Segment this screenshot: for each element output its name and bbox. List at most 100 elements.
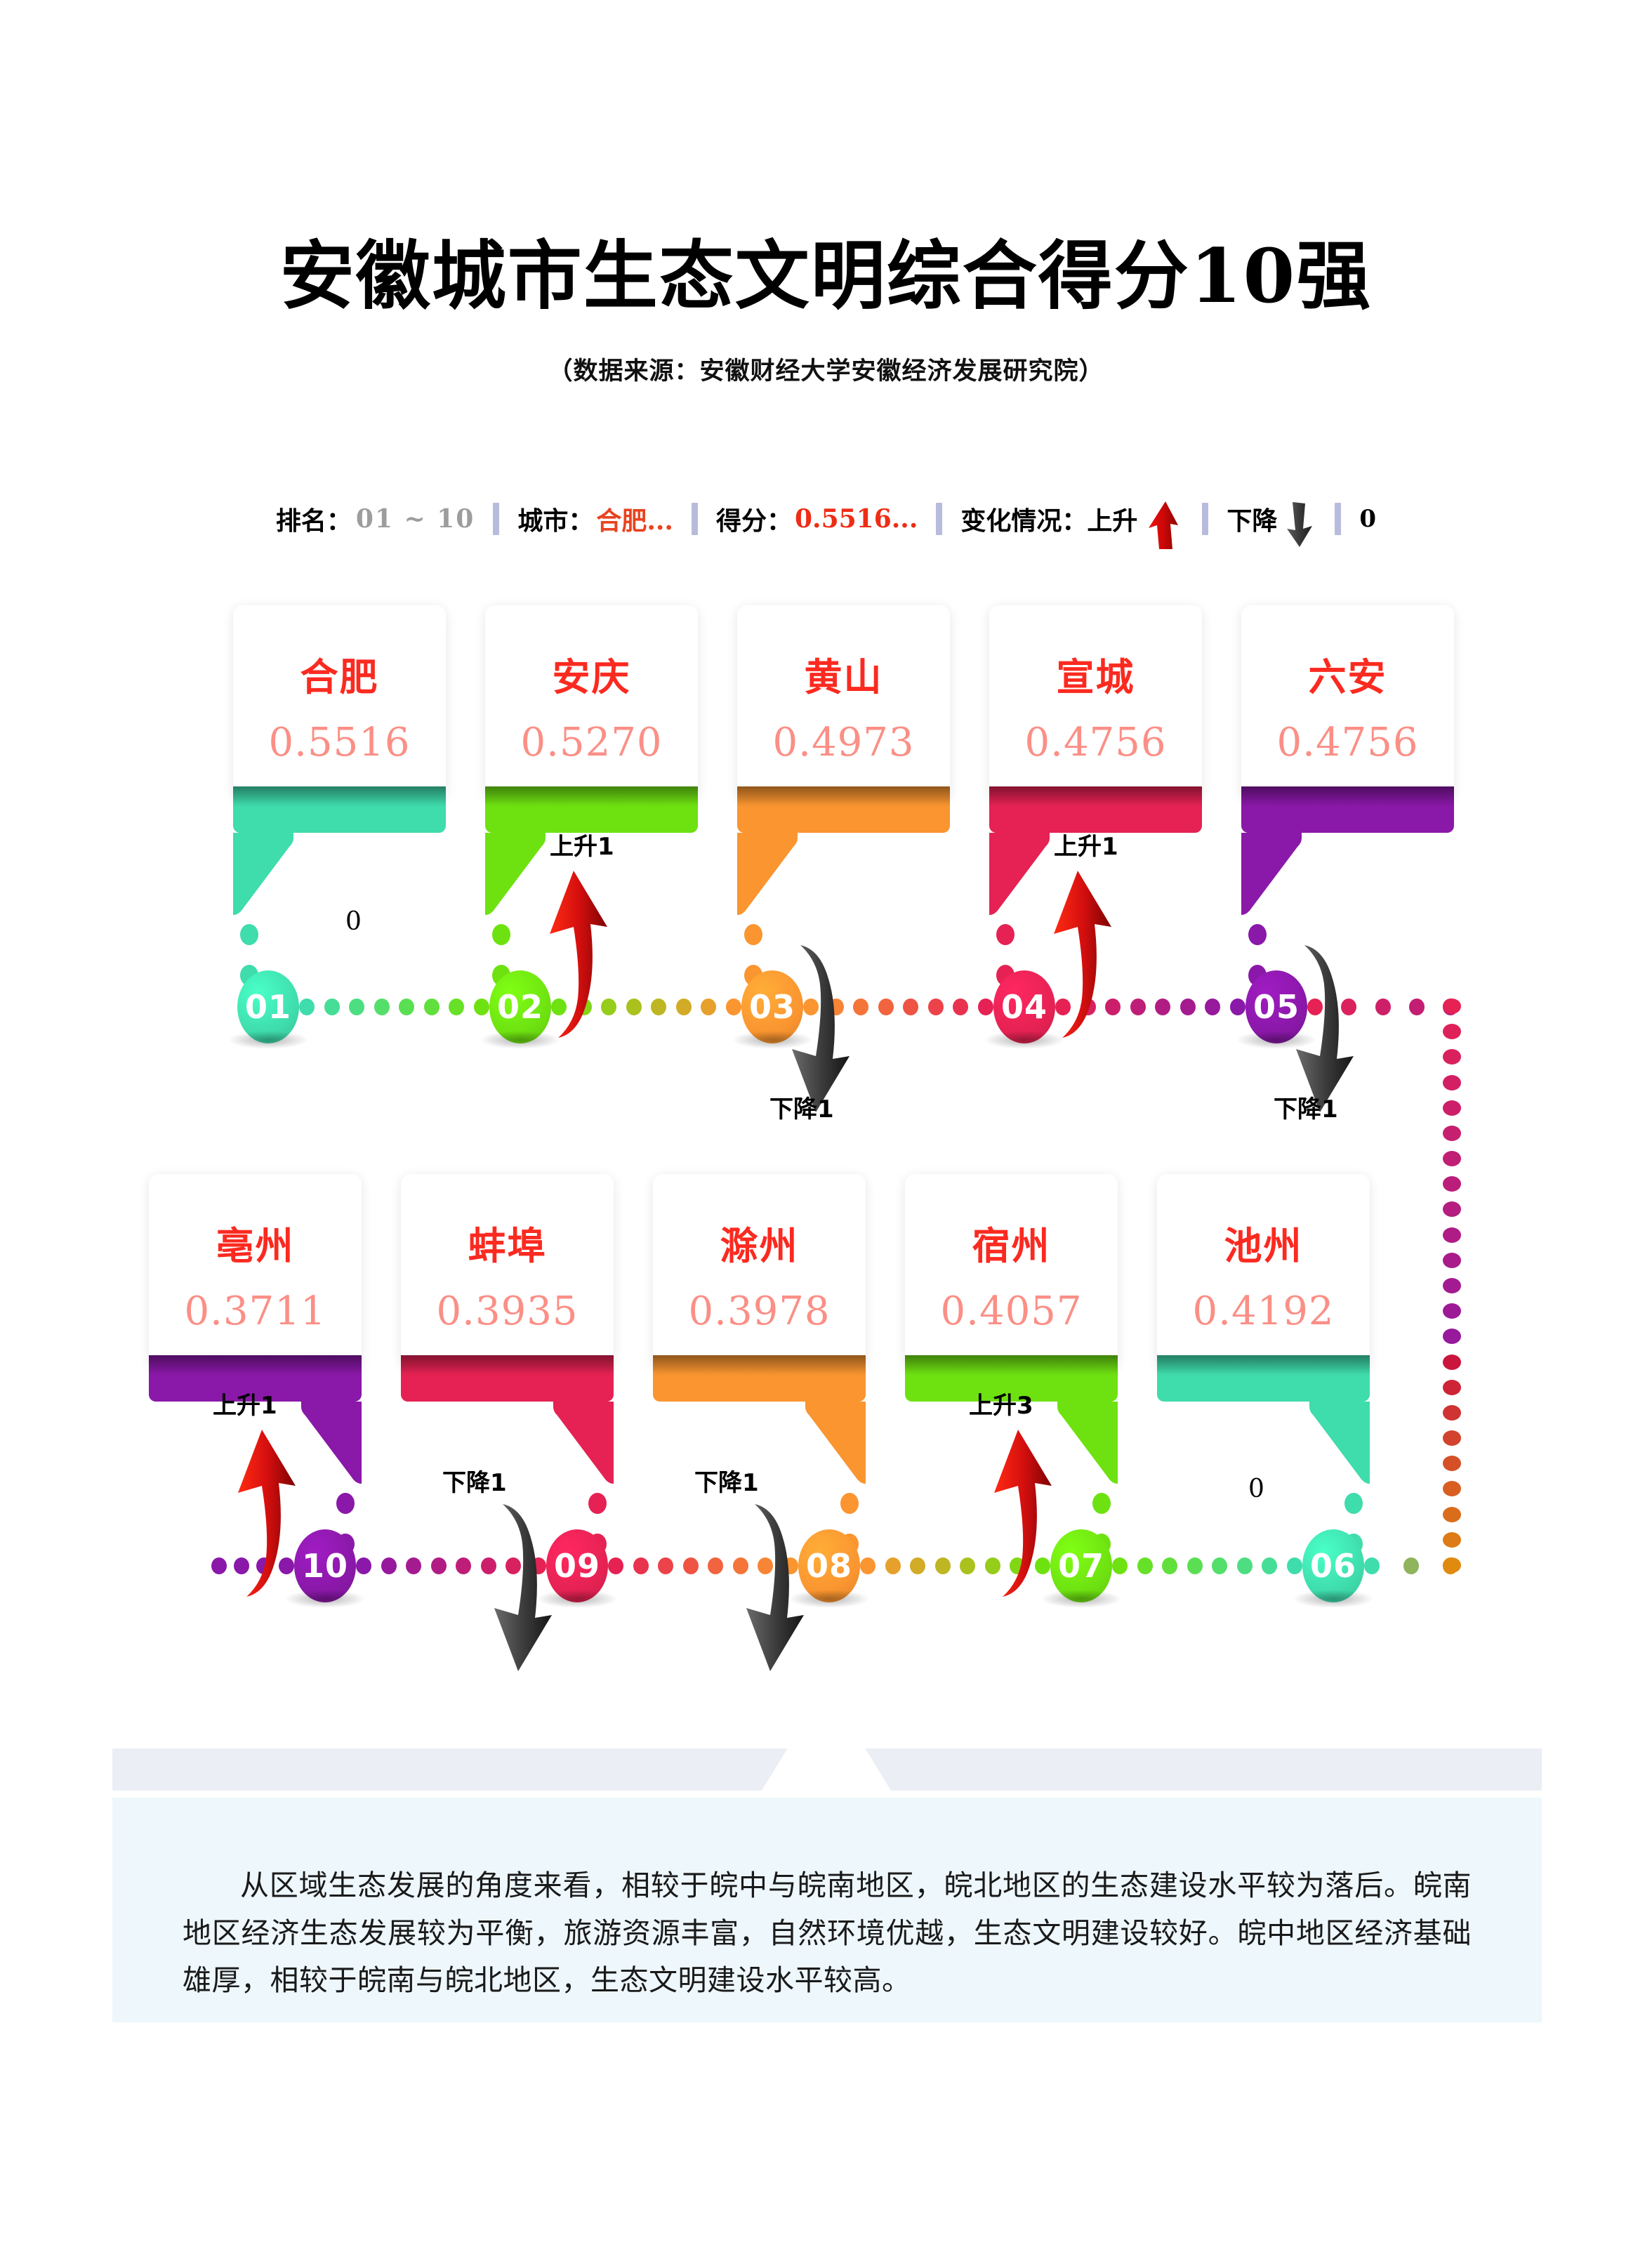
rank-badge[interactable]: 02 xyxy=(480,970,561,1049)
connector-dot xyxy=(885,1557,901,1574)
legend-score-label: 得分： xyxy=(715,506,792,536)
connector-dot xyxy=(1092,1493,1111,1514)
card-color-band xyxy=(737,786,950,833)
city-score: 0.3978 xyxy=(688,1289,831,1334)
connector-dot xyxy=(1112,1557,1128,1574)
arrow-down-icon xyxy=(736,1500,814,1679)
legend-score: 得分： 0.5516... xyxy=(716,501,918,537)
connector-dot xyxy=(234,1557,249,1574)
connector-dot xyxy=(1403,1557,1419,1574)
connector-line xyxy=(1364,1557,1458,1574)
connector-dot xyxy=(1443,1201,1461,1218)
connector-dot xyxy=(934,1557,951,1574)
connector-dot xyxy=(608,1557,623,1574)
connector-dot xyxy=(651,999,667,1015)
arrow-up-icon xyxy=(228,1425,305,1604)
connector-dot xyxy=(1443,1278,1461,1293)
arrow-down-icon xyxy=(782,941,859,1120)
connector-dot xyxy=(960,1557,976,1574)
rank-badge[interactable]: 07 xyxy=(1040,1529,1122,1608)
legend-separator xyxy=(1335,503,1342,535)
connector-dot xyxy=(1443,1100,1461,1116)
rank-badge[interactable]: 05 xyxy=(1236,970,1317,1049)
rank-change-label: 0 xyxy=(345,907,362,936)
rank-badge[interactable]: 09 xyxy=(536,1529,618,1608)
connector-dot xyxy=(903,999,919,1015)
card-body: 滁州 0.3978 xyxy=(653,1174,866,1365)
rank-badge[interactable]: 10 xyxy=(284,1529,366,1608)
connector-dot xyxy=(1443,1303,1461,1319)
arrow-down-icon xyxy=(1286,941,1363,1120)
badge-shadow xyxy=(284,1590,366,1608)
connector-dot xyxy=(726,999,741,1015)
connector-dot xyxy=(551,999,567,1015)
connector-dot xyxy=(1443,1404,1461,1421)
rank-badge[interactable]: 06 xyxy=(1293,1529,1374,1608)
city-name: 黄山 xyxy=(804,655,883,699)
connector-dot xyxy=(1443,1151,1461,1167)
connector-dot xyxy=(1155,999,1171,1015)
page-title: 安徽城市生态文明综合得分10强 xyxy=(279,232,1373,319)
connector-line xyxy=(1112,1557,1302,1574)
rank-change-label: 0 xyxy=(1248,1475,1264,1503)
rank-number: 09 xyxy=(553,1547,600,1585)
connector-dot xyxy=(732,1557,748,1574)
badge-shadow xyxy=(1040,1590,1122,1608)
connector-line xyxy=(608,1557,798,1574)
connector-dot xyxy=(1443,1125,1461,1141)
city-name: 池州 xyxy=(1224,1224,1303,1268)
footer-chevron-inner xyxy=(771,1696,881,1795)
city-name: 六安 xyxy=(1308,655,1387,699)
arrow-up-icon xyxy=(540,866,617,1046)
connector-dot xyxy=(492,924,510,945)
connector-dot xyxy=(626,999,642,1015)
arrow-up-icon xyxy=(984,1425,1062,1604)
connector-dot xyxy=(996,924,1015,945)
rank-number: 03 xyxy=(748,988,795,1026)
connector-line xyxy=(803,999,993,1015)
card-pointer-tail xyxy=(1309,1402,1370,1484)
rank-badge[interactable]: 03 xyxy=(732,970,813,1049)
arrow-down-icon xyxy=(484,1500,562,1679)
connector-dot xyxy=(1307,999,1323,1015)
connector-dot xyxy=(474,999,489,1015)
arrow-up-icon xyxy=(1044,866,1121,1046)
card-color-band xyxy=(401,1355,614,1402)
connector-dot xyxy=(1443,1379,1461,1395)
badge-shadow xyxy=(788,1590,870,1608)
legend-change: 变化情况： 上升 xyxy=(960,500,1184,549)
rank-badge[interactable]: 08 xyxy=(788,1529,870,1608)
city-name: 滁州 xyxy=(720,1224,799,1268)
rank-badge[interactable]: 04 xyxy=(984,970,1065,1049)
arrow-up-icon xyxy=(1144,500,1181,551)
rank-badge[interactable]: 01 xyxy=(227,970,309,1049)
connector-dot xyxy=(1187,1557,1203,1574)
connector-dot xyxy=(984,1557,1000,1574)
connector-dot xyxy=(1408,999,1425,1015)
rank-number: 05 xyxy=(1253,988,1300,1026)
connector-dot xyxy=(1443,1176,1461,1192)
connector-dot xyxy=(1443,1456,1461,1472)
connector-dot xyxy=(1344,1493,1363,1514)
rank-change-label: 下降1 xyxy=(769,1095,834,1124)
connector-dot xyxy=(744,924,762,945)
connector-dot xyxy=(840,1493,859,1514)
connector-dot xyxy=(505,1557,522,1574)
city-card[interactable]: 滁州 0.3978 xyxy=(653,1174,866,1365)
arrow-down-icon xyxy=(1284,501,1315,548)
